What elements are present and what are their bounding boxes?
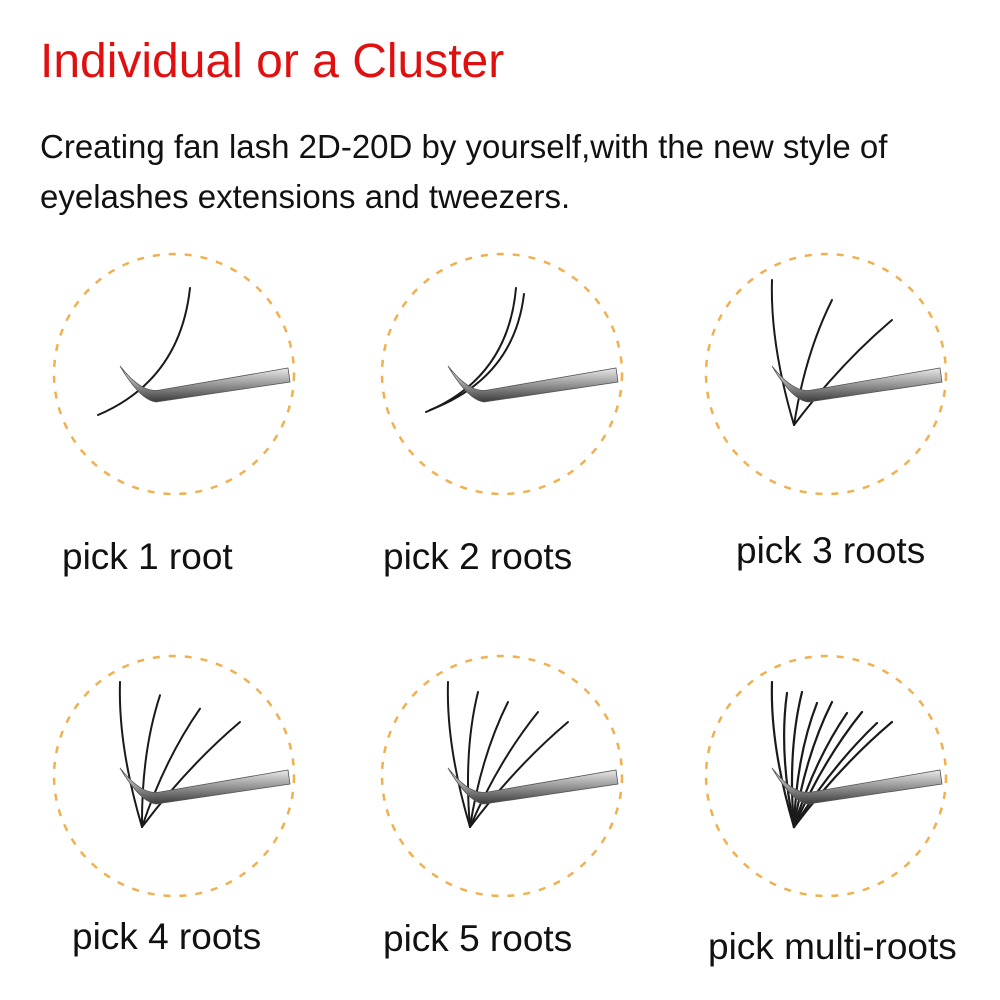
- lash-strand: [792, 701, 819, 829]
- lash-strand: [469, 711, 539, 828]
- tweezer-lash-icon: [704, 252, 948, 496]
- option-5-label: pick 5 roots: [383, 918, 573, 959]
- lash-fan: [446, 681, 569, 828]
- dashed-circle: [52, 654, 296, 898]
- lash-strand: [792, 700, 834, 829]
- tweezer-lash-icon: [704, 654, 948, 898]
- lash-strand: [469, 721, 569, 828]
- lash-strand: [141, 707, 201, 828]
- page-subtitle: Creating fan lash 2D-20D by yourself,wit…: [40, 128, 888, 215]
- lash-fan: [770, 680, 894, 829]
- lash-fan: [97, 287, 191, 416]
- dashed-circle: [52, 252, 296, 496]
- lash-strand: [469, 701, 509, 828]
- lash-strand: [770, 680, 796, 829]
- tweezer: [447, 365, 619, 403]
- lash-strand: [792, 721, 879, 829]
- lash-fan: [425, 287, 525, 413]
- option-1-illustration: [50, 250, 298, 498]
- option-6-label: pick multi-roots: [708, 926, 957, 967]
- lash-strand: [792, 711, 849, 829]
- tweezer-lash-icon: [52, 252, 296, 496]
- option-4-label: pick 4 roots: [72, 916, 262, 957]
- tweezer: [771, 767, 943, 805]
- option-2-label: pick 2 roots: [383, 536, 573, 577]
- lash-strand: [783, 691, 796, 829]
- lash-strand: [793, 319, 893, 426]
- option-6-illustration: [702, 652, 950, 900]
- lash-strand: [118, 681, 143, 828]
- dashed-circle: [704, 252, 948, 496]
- lash-strand: [141, 721, 241, 828]
- tweezer: [771, 365, 943, 403]
- lash-strand: [792, 710, 864, 829]
- tweezer: [119, 365, 291, 403]
- dashed-circle: [380, 252, 624, 496]
- tweezer-lash-icon: [380, 654, 624, 898]
- option-3-label: pick 3 roots: [736, 530, 926, 571]
- page-title: Individual or a Cluster: [40, 35, 505, 88]
- lash-strand: [97, 287, 191, 416]
- tweezer-lash-icon: [52, 654, 296, 898]
- option-5-illustration: [378, 652, 626, 900]
- lash-strand: [793, 299, 833, 426]
- tweezer-lash-icon: [380, 252, 624, 496]
- lash-strand: [770, 279, 795, 426]
- lash-fan: [118, 681, 241, 828]
- lash-strand: [790, 690, 804, 829]
- option-2-illustration: [378, 250, 626, 498]
- lash-fan: [770, 279, 893, 426]
- dashed-circle: [380, 654, 624, 898]
- option-4-illustration: [50, 652, 298, 900]
- option-1-label: pick 1 root: [62, 536, 233, 577]
- option-3-illustration: [702, 250, 950, 498]
- lash-strand: [792, 720, 894, 829]
- lash-strand: [140, 694, 161, 828]
- lash-strand: [429, 293, 525, 411]
- tweezer: [119, 767, 291, 805]
- tweezer: [447, 767, 619, 805]
- dashed-circle: [704, 654, 948, 898]
- lash-strand: [446, 681, 471, 828]
- lash-strand: [467, 691, 479, 828]
